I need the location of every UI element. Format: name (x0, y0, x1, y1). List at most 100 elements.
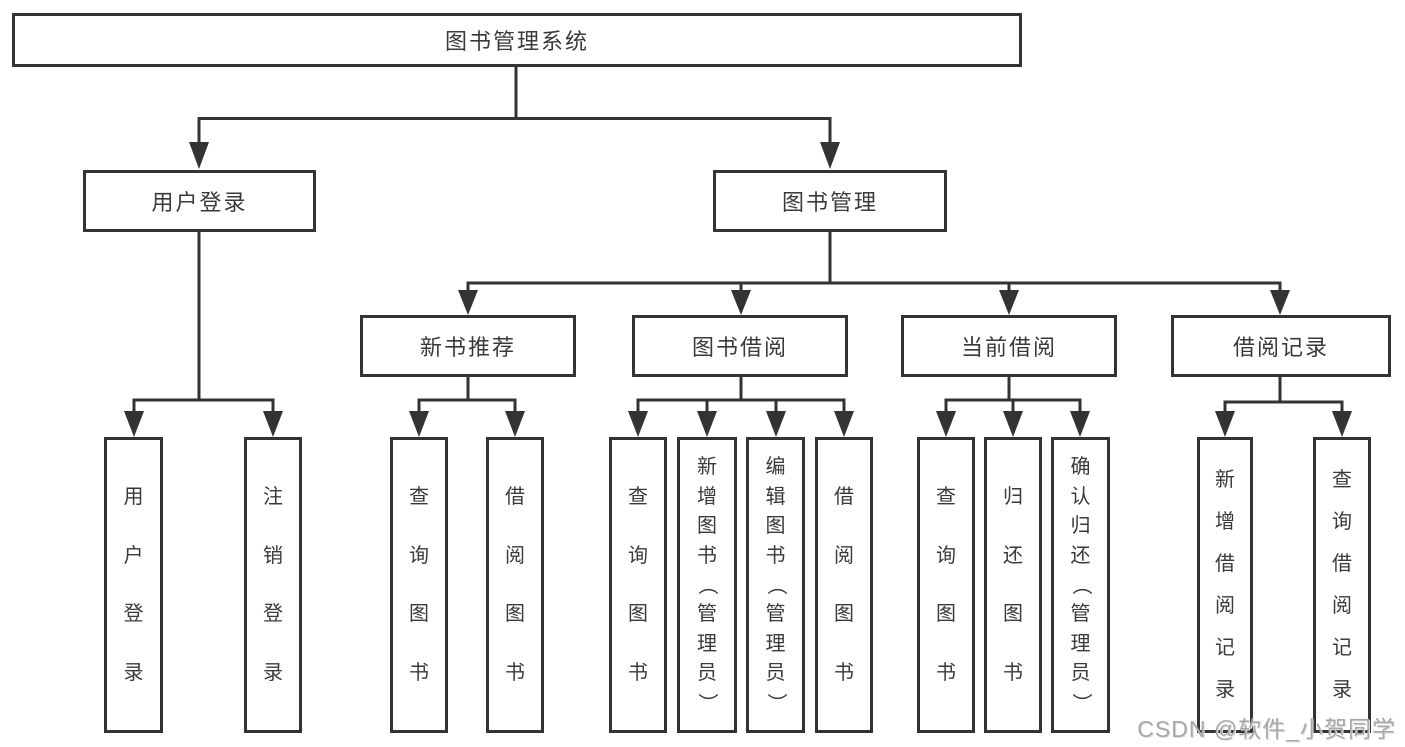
vertical-char: 新 (697, 456, 717, 479)
vertical-char: 图 (628, 603, 648, 626)
connector-root-to-level2 (189, 67, 840, 169)
vertical-char: 管 (697, 603, 717, 626)
connector-line (944, 377, 1082, 414)
connector-line (1223, 377, 1344, 414)
vertical-char: 图 (936, 603, 956, 626)
arrowhead-down-icon (189, 142, 209, 169)
leaf-search-books: 查询图书 (917, 437, 975, 733)
vertical-char: 图 (697, 515, 717, 538)
vertical-char: 管 (1070, 603, 1091, 626)
leaf-add-books-admin: 新增图书 （ 管理员 ） (677, 437, 737, 733)
vertical-char: 书 (1003, 662, 1023, 685)
vertical-char: 图 (765, 515, 786, 538)
leaf-edit-books-admin: 编辑图书（管理员） (746, 437, 805, 733)
vertical-char: 新 (1215, 469, 1235, 491)
vertical-char: 还 (1070, 544, 1091, 567)
arrowhead-down-icon (1332, 411, 1352, 437)
vertical-char: ） (764, 692, 787, 713)
connector-line (197, 67, 832, 146)
vertical-char: （ (764, 574, 787, 595)
vertical-char: 理 (1070, 632, 1091, 655)
connector-line (636, 377, 846, 414)
vertical-char: 借 (505, 485, 525, 508)
arrowhead-down-icon (1215, 411, 1235, 437)
arrowhead-down-icon (409, 411, 429, 437)
leaf-confirm-return-admin: 确认归还（管理员） (1051, 437, 1110, 733)
arrowhead-down-icon (1003, 411, 1023, 437)
arrowhead-down-icon (628, 411, 648, 437)
node-current-borrowing: 当前借阅 (901, 315, 1117, 377)
connector-user-login-children (124, 232, 283, 437)
vertical-char: 理 (697, 632, 717, 655)
connector-borrow-records-children (1215, 377, 1352, 437)
vertical-char: 阅 (1332, 595, 1352, 617)
leaf-add-borrow-record: 新增借阅记录 (1197, 437, 1253, 733)
connector-line (417, 377, 517, 414)
arrowhead-down-icon (834, 411, 854, 437)
vertical-char: 书 (697, 544, 717, 567)
vertical-char: 阅 (505, 544, 525, 567)
vertical-char: 询 (1332, 511, 1352, 533)
vertical-char: 用 (123, 485, 144, 508)
vertical-char: 登 (263, 603, 283, 626)
vertical-char: 录 (1332, 679, 1352, 701)
arrowhead-down-icon (1270, 290, 1290, 315)
arrowhead-down-icon (263, 411, 283, 437)
arrowhead-down-icon (936, 411, 956, 437)
vertical-char: 辑 (765, 485, 786, 508)
vertical-char: 借 (1332, 553, 1352, 575)
vertical-char: 注 (263, 485, 283, 508)
leaf-search-books: 查询图书 (390, 437, 448, 733)
connector-book-management-to-level3 (458, 232, 1290, 315)
vertical-char: 录 (263, 662, 283, 685)
csdn-watermark: CSDN @软件_小贺同学 (1137, 716, 1396, 742)
arrowhead-down-icon (820, 142, 840, 169)
vertical-char: 理 (765, 632, 786, 655)
leaf-logout: 注销登录 (244, 437, 302, 733)
vertical-char: 图 (505, 603, 525, 626)
connector-book-borrow-children (628, 377, 854, 437)
arrowhead-down-icon (766, 411, 786, 437)
vertical-char: 记 (1332, 637, 1352, 659)
vertical-char: 编 (765, 456, 786, 479)
vertical-char: 还 (1003, 544, 1023, 567)
node-user-login: 用户登录 (83, 170, 316, 232)
vertical-char: ） (696, 692, 718, 713)
vertical-char: 书 (936, 662, 956, 685)
connector-line (466, 232, 1282, 293)
vertical-char: 记 (1215, 637, 1235, 659)
arrowhead-down-icon (999, 290, 1019, 315)
connector-new-book-children (409, 377, 525, 437)
vertical-char: 查 (936, 485, 956, 508)
vertical-char: 增 (697, 485, 717, 508)
vertical-char: 员 (697, 662, 717, 685)
vertical-char: 增 (1215, 511, 1235, 533)
vertical-char: 员 (765, 662, 786, 685)
vertical-char: 查 (628, 485, 648, 508)
vertical-char: 查 (1332, 469, 1352, 491)
leaf-search-borrow-record: 查询借阅记录 (1313, 437, 1371, 733)
vertical-char: 录 (1215, 679, 1235, 701)
leaf-borrow-books: 借阅图书 (486, 437, 544, 733)
node-book-management: 图书管理 (713, 170, 947, 232)
vertical-char: 归 (1070, 515, 1091, 538)
vertical-char: 书 (834, 662, 854, 685)
leaf-borrow-books: 借阅图书 (815, 437, 873, 733)
vertical-char: 销 (263, 544, 283, 567)
vertical-char: （ (696, 574, 718, 595)
leaf-user-login: 用户登录 (104, 437, 163, 733)
vertical-char: （ (1069, 574, 1092, 595)
node-library-management-system: 图书管理系统 (12, 13, 1022, 67)
node-book-borrowing: 图书借阅 (632, 315, 848, 377)
vertical-char: 图 (1003, 603, 1023, 626)
arrowhead-down-icon (458, 290, 478, 315)
arrowhead-down-icon (124, 411, 144, 437)
node-borrowing-records: 借阅记录 (1171, 315, 1391, 377)
leaf-search-books: 查询图书 (609, 437, 667, 733)
vertical-char: 录 (123, 662, 144, 685)
vertical-char: 查 (409, 485, 429, 508)
connector-current-borrow-children (936, 377, 1090, 437)
arrowhead-down-icon (697, 411, 717, 437)
